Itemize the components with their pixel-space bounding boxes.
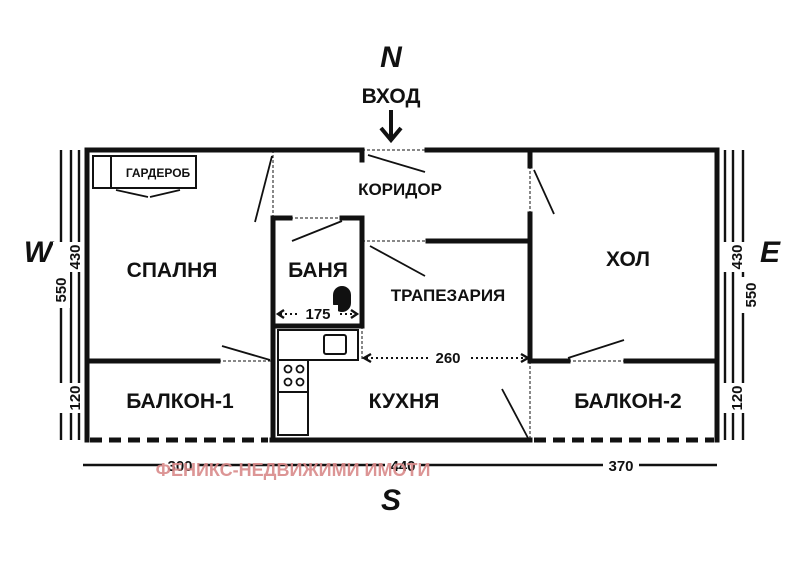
kitchen-label: КУХНЯ bbox=[369, 390, 440, 413]
corridor-label: КОРИДОР bbox=[358, 180, 442, 199]
right-total-dimension: 550 bbox=[743, 282, 760, 307]
bottom-right-dimension: 370 bbox=[608, 458, 633, 475]
interior-walls bbox=[84, 147, 720, 443]
bottom-left-dimension: 300 bbox=[167, 458, 192, 475]
doors bbox=[221, 154, 625, 439]
dining-label: ТРАПЕЗАРИЯ bbox=[391, 286, 506, 305]
bottom-dimensions: 300 440 370 bbox=[83, 456, 717, 475]
bedroom-label: СПАЛНЯ bbox=[127, 259, 218, 282]
left-balcony-dimension: 120 bbox=[67, 385, 84, 410]
watermark: ФЕНИКС-НЕДВИЖИМИ ИМОТИ bbox=[156, 460, 431, 480]
left-dimensions: 430 120 550 bbox=[50, 150, 84, 440]
left-total-dimension: 550 bbox=[53, 277, 70, 302]
right-room-dimension: 430 bbox=[729, 244, 746, 269]
compass-west: W bbox=[24, 236, 55, 269]
entrance-label: ВХОД bbox=[362, 85, 421, 108]
balcony-2-label: БАЛКОН-2 bbox=[574, 390, 681, 413]
compass-north: N bbox=[380, 41, 403, 74]
bath-width-dimension: 175 bbox=[275, 305, 360, 323]
compass-south: S bbox=[381, 484, 401, 517]
left-room-dimension: 430 bbox=[67, 244, 84, 269]
right-balcony-dimension: 120 bbox=[729, 385, 746, 410]
entrance-arrow-icon bbox=[379, 110, 403, 144]
right-dimensions: 430 120 550 bbox=[723, 150, 760, 440]
outer-walls bbox=[84, 147, 720, 443]
living-room-label: ХОЛ bbox=[606, 248, 650, 271]
bathroom-label: БАНЯ bbox=[288, 259, 348, 282]
wardrobe: ГАРДЕРОБ bbox=[92, 155, 197, 198]
compass-east: E bbox=[760, 236, 781, 269]
kitchen-counter bbox=[277, 329, 359, 436]
dining-width-value: 260 bbox=[435, 350, 460, 367]
dining-width-dimension: 260 bbox=[361, 349, 531, 367]
bottom-mid-dimension: 440 bbox=[390, 458, 415, 475]
bath-width-value: 175 bbox=[305, 306, 330, 323]
balcony-1-label: БАЛКОН-1 bbox=[126, 390, 234, 413]
openings bbox=[218, 149, 626, 440]
wardrobe-label: ГАРДЕРОБ bbox=[126, 166, 191, 180]
